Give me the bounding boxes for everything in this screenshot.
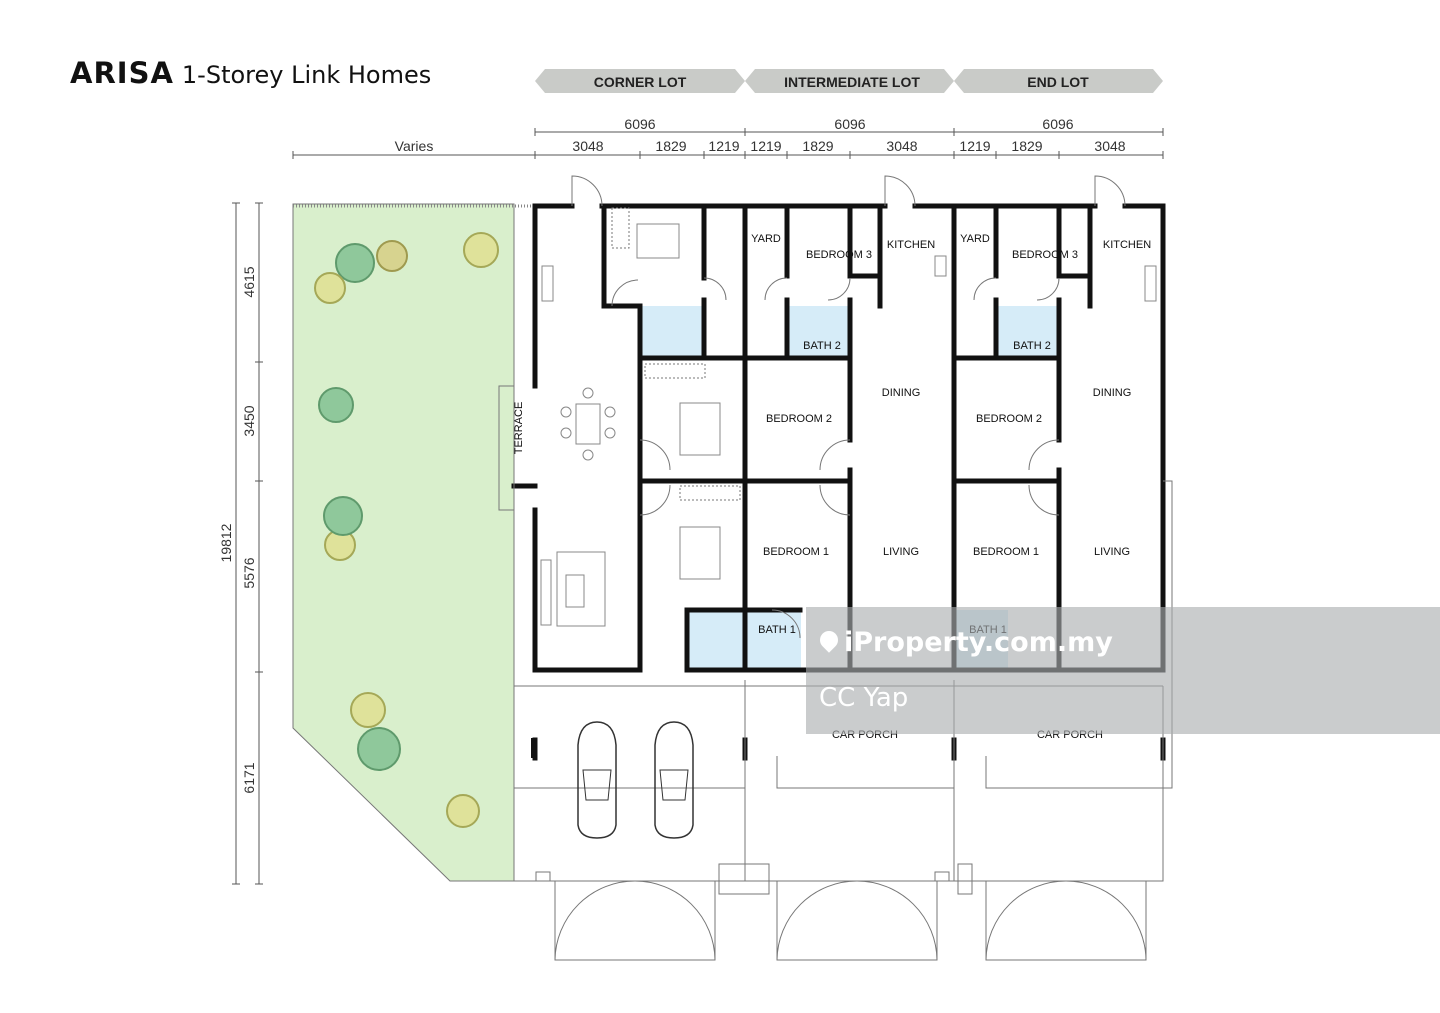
watermark-site: iProperty.com.my	[844, 627, 1113, 658]
dim-lot-width: 6096	[624, 116, 655, 132]
tab-label: CORNER LOT	[594, 74, 687, 90]
room-label-bedroom1: BEDROOM 1	[973, 546, 1039, 558]
dim-segment: 1829	[802, 138, 833, 154]
dim-segment: 1829	[655, 138, 686, 154]
tab-corner-lot	[535, 69, 745, 93]
room-label-kitchen: KITCHEN	[887, 239, 935, 251]
room-label-yard: YARD	[960, 233, 990, 245]
dim-depth-segment: 3450	[241, 405, 257, 436]
tab-intermediate-lot	[745, 69, 954, 93]
garden	[292, 203, 535, 882]
dim-garden-width: Varies	[395, 138, 434, 154]
room-label-bedroom3: BEDROOM 3	[1012, 249, 1078, 261]
room-label-bedroom2: BEDROOM 2	[766, 413, 832, 425]
room-label-bedroom3: BEDROOM 3	[806, 249, 872, 261]
room-label-living: LIVING	[1094, 546, 1130, 558]
tree-icon	[463, 232, 499, 268]
dim-depth-segment: 5576	[241, 557, 257, 588]
room-label-bath2: BATH 2	[1013, 340, 1051, 352]
porch-post	[531, 738, 537, 758]
site-outlines	[498, 175, 1173, 961]
room-label-dining: DINING	[1093, 387, 1132, 399]
horizontal-dimension-labels: 6096 6096 6096 Varies 3048 1829 1219 121…	[395, 116, 1126, 154]
tree-icon	[357, 727, 401, 771]
vertical-dimensions	[232, 202, 263, 885]
room-label-dining: DINING	[882, 387, 921, 399]
tree-icon	[335, 243, 375, 283]
tab-label: END LOT	[1027, 74, 1089, 90]
tree-icon	[350, 692, 386, 728]
vertical-dimension-labels: 19812 4615 3450 5576 6171	[218, 266, 257, 793]
dim-segment: 1219	[708, 138, 739, 154]
tree-icon	[376, 240, 408, 272]
dim-depth-segment: 6171	[241, 762, 257, 793]
tree-icon	[446, 794, 480, 828]
tab-end-lot	[954, 69, 1163, 93]
watermark-agent: CC Yap	[819, 683, 909, 713]
tree-icon	[323, 496, 363, 536]
room-label-bedroom2: BEDROOM 2	[976, 413, 1042, 425]
room-label-bedroom1: BEDROOM 1	[763, 546, 829, 558]
location-pin-icon	[816, 627, 842, 653]
brand-subtitle: 1-Storey Link Homes	[181, 61, 432, 89]
dim-depth-segment: 4615	[241, 266, 257, 297]
dim-total-depth: 19812	[218, 523, 234, 562]
room-label-bath2: BATH 2	[803, 340, 841, 352]
watermark-overlay: iProperty.com.my CC Yap	[806, 607, 1440, 734]
brand-name: ARISA	[70, 56, 174, 90]
dim-lot-width: 6096	[834, 116, 865, 132]
tree-icon	[314, 272, 346, 304]
room-label-bath1: BATH 1	[758, 624, 796, 636]
lot-tabs: CORNER LOT INTERMEDIATE LOT END LOT	[535, 69, 1163, 93]
room-label-yard: YARD	[751, 233, 781, 245]
watermark-logo: iProperty.com.my	[816, 627, 1113, 658]
tab-label: INTERMEDIATE LOT	[784, 74, 920, 90]
dim-segment: 1219	[750, 138, 781, 154]
tree-icon	[318, 387, 354, 423]
dim-segment: 3048	[1094, 138, 1125, 154]
room-label-terrace: TERRACE	[513, 402, 525, 455]
room-label-kitchen: KITCHEN	[1103, 239, 1151, 251]
dim-segment: 1219	[959, 138, 990, 154]
dim-segment: 1829	[1011, 138, 1042, 154]
dim-segment: 3048	[886, 138, 917, 154]
room-label-living: LIVING	[883, 546, 919, 558]
horizontal-dimensions	[292, 128, 1164, 159]
dim-lot-width: 6096	[1042, 116, 1073, 132]
dim-segment: 3048	[572, 138, 603, 154]
